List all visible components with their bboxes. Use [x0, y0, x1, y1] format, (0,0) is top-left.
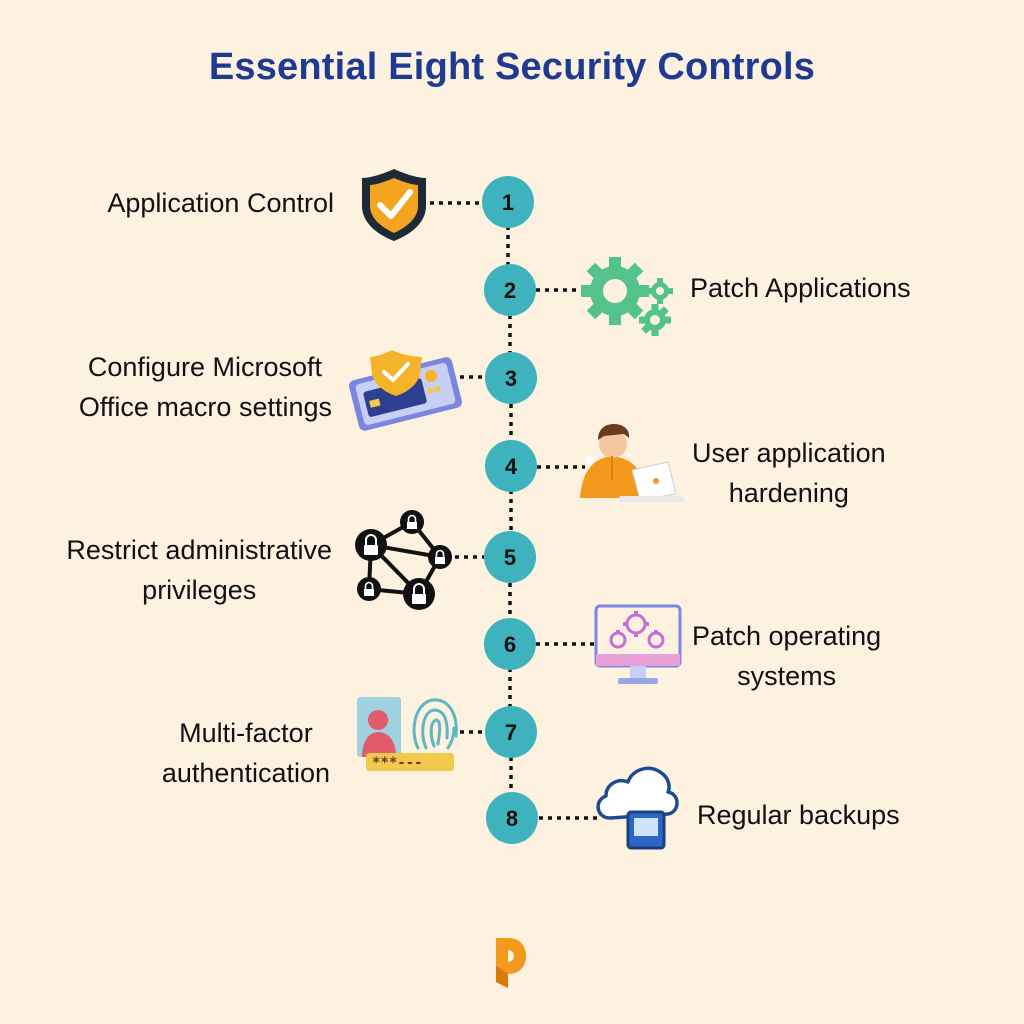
step-2-label: Patch Applications — [690, 268, 911, 308]
step-node-circle — [482, 176, 534, 228]
step-node-circle — [484, 618, 536, 670]
step-node-number: 8 — [506, 806, 518, 831]
monitor-gears-icon — [594, 604, 682, 684]
step-4-label-line-1: User application — [692, 438, 886, 468]
brand-logo-icon — [496, 938, 526, 988]
step-node-number: 2 — [504, 278, 516, 303]
step-7-label: Multi-factor authentication — [162, 713, 330, 793]
step-node-circle — [485, 352, 537, 404]
step-node-3: 3 — [485, 352, 537, 404]
step-node-5: 5 — [484, 531, 536, 583]
spine-connector — [506, 226, 513, 794]
step-3-label-line-2: Office macro settings — [78, 392, 332, 422]
step-node-4: 4 — [485, 440, 537, 492]
step-8-label: Regular backups — [697, 795, 900, 835]
step-4-label: User application hardening — [692, 433, 886, 513]
step-5-label-line-1: Restrict administrative — [66, 535, 332, 565]
step-1-label: Application Control — [107, 183, 334, 223]
step-node-number: 7 — [505, 720, 517, 745]
step-node-circle — [485, 706, 537, 758]
lock-network-icon — [355, 510, 452, 610]
step-5-label: Restrict administrative privileges — [66, 530, 332, 610]
step-4-label-line-2: hardening — [728, 478, 849, 508]
step-5-label-line-2: privileges — [142, 575, 257, 605]
step-node-8: 8 — [486, 792, 538, 844]
step-7-label-line-1: Multi-factor — [179, 718, 313, 748]
step-1-label-line-1: Application Control — [107, 188, 334, 218]
step-6-label-line-2: systems — [737, 661, 837, 691]
step-6-label-line-1: Patch operating — [692, 621, 882, 651]
step-3-label-line-1: Configure Microsoft — [87, 352, 322, 382]
gears-icon — [581, 257, 673, 336]
fingerprint-id-icon: ***--- — [357, 697, 458, 771]
step-node-number: 3 — [505, 366, 517, 391]
step-node-circle — [484, 264, 536, 316]
step-6-label: Patch operating systems — [692, 616, 881, 696]
step-node-7: 7 — [485, 706, 537, 758]
step-node-number: 1 — [502, 190, 514, 215]
step-2-label-line-1: Patch Applications — [690, 273, 911, 303]
step-node-circle — [484, 531, 536, 583]
svg-text:***---: ***--- — [372, 755, 423, 771]
step-node-number: 5 — [504, 545, 516, 570]
step-node-number: 4 — [505, 454, 518, 479]
step-node-circle — [485, 440, 537, 492]
page-title: Essential Eight Security Controls — [208, 46, 816, 88]
step-nodes: 1 2 3 4 5 6 7 8 — [482, 176, 538, 844]
step-3-label: Configure Microsoft Office macro setting… — [79, 347, 332, 427]
user-laptop-icon — [580, 424, 686, 502]
step-node-number: 6 — [504, 632, 516, 657]
cloud-backup-icon — [596, 766, 679, 850]
step-node-6: 6 — [484, 618, 536, 670]
phone-shield-icon — [349, 350, 462, 431]
step-8-label-line-1: Regular backups — [697, 800, 900, 830]
step-7-label-line-2: authentication — [161, 758, 330, 788]
branch-connectors — [430, 201, 600, 820]
step-node-1: 1 — [482, 176, 534, 228]
shield-check-icon — [362, 169, 426, 241]
step-node-2: 2 — [484, 264, 536, 316]
step-node-circle — [486, 792, 538, 844]
